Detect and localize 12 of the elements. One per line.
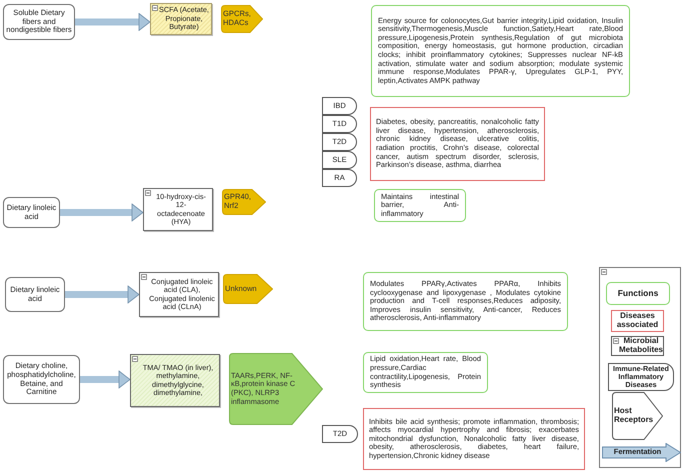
arrow: [75, 13, 150, 31]
metabolite-box: [143, 188, 213, 231]
legend-key: Host Receptors: [612, 392, 663, 440]
metabolite-box: [150, 3, 212, 35]
metabolite-box: [130, 354, 220, 407]
legend-key: Diseases associated: [611, 310, 664, 332]
legend-key: Functions: [606, 282, 670, 305]
metabolite-box: [139, 272, 219, 317]
legend-label: Microbial Metabolites: [619, 337, 664, 355]
arrow: [80, 370, 130, 388]
arrow: [60, 204, 144, 222]
arrow: [65, 286, 140, 304]
